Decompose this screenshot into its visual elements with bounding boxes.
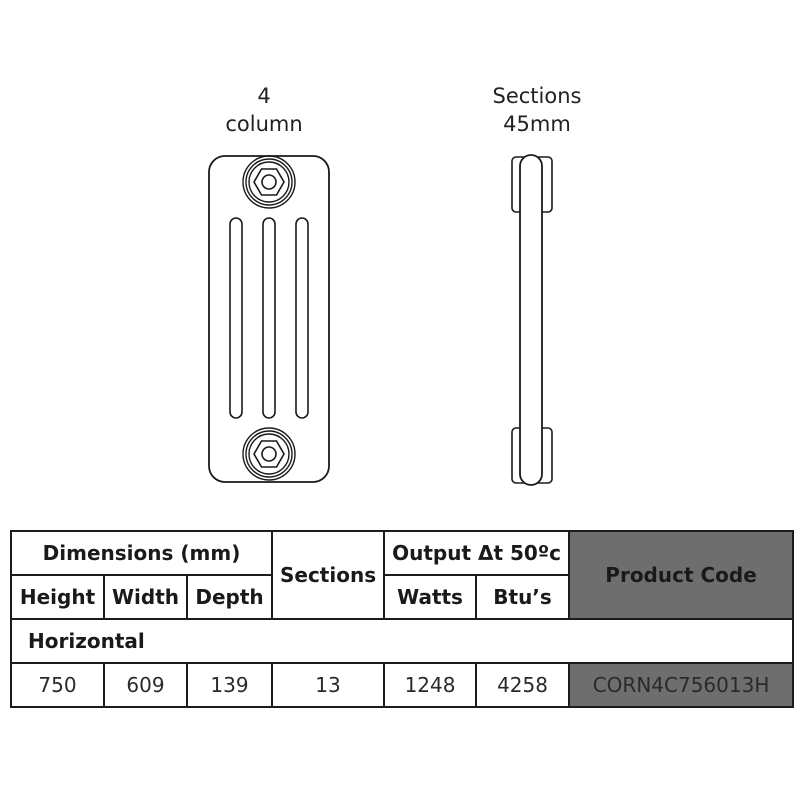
section-row: Horizontal bbox=[9, 618, 795, 664]
width-cell: 609 bbox=[103, 662, 188, 708]
output-header: Output Δt 50ºc bbox=[383, 530, 571, 576]
header-row-1: Dimensions (mm) Sections Output Δt 50ºc … bbox=[9, 530, 795, 620]
dimensions-header: Dimensions (mm) bbox=[9, 530, 274, 576]
sections-cell: 13 bbox=[271, 662, 386, 708]
specification-table: Dimensions (mm) Sections Output Δt 50ºc … bbox=[9, 530, 795, 708]
width-header: Width bbox=[103, 574, 188, 620]
depth-header: Depth bbox=[185, 574, 274, 620]
height-header: Height bbox=[10, 574, 105, 620]
depth-cell: 139 bbox=[185, 662, 274, 708]
product-code-header: Product Code bbox=[568, 530, 795, 620]
height-cell: 750 bbox=[10, 662, 105, 708]
header-row-2: Height Width Depth Watts Btu’s bbox=[10, 574, 793, 620]
top-valve-icon bbox=[242, 155, 296, 209]
product-code-cell: CORN4C756013H bbox=[568, 662, 795, 708]
section-label-horizontal: Horizontal bbox=[9, 618, 795, 664]
front-label-line2: column bbox=[225, 112, 303, 136]
btus-header: Btu’s bbox=[475, 574, 571, 620]
sections-header: Sections bbox=[271, 530, 386, 620]
side-label-line2: 45mm bbox=[503, 112, 571, 136]
radiator-front-view-drawing bbox=[208, 155, 330, 483]
bottom-valve-icon bbox=[242, 427, 296, 481]
btus-cell: 4258 bbox=[475, 662, 571, 708]
front-view-label: 4 column bbox=[214, 82, 314, 138]
front-label-line1: 4 bbox=[257, 84, 271, 108]
watts-header: Watts bbox=[383, 574, 478, 620]
side-label-line1: Sections bbox=[492, 84, 582, 108]
side-view-label: Sections 45mm bbox=[472, 82, 602, 138]
watts-cell: 1248 bbox=[383, 662, 478, 708]
table-row: 750 609 139 13 1248 4258 CORN4C756013H bbox=[10, 662, 795, 708]
radiator-side-view-drawing bbox=[511, 154, 553, 486]
